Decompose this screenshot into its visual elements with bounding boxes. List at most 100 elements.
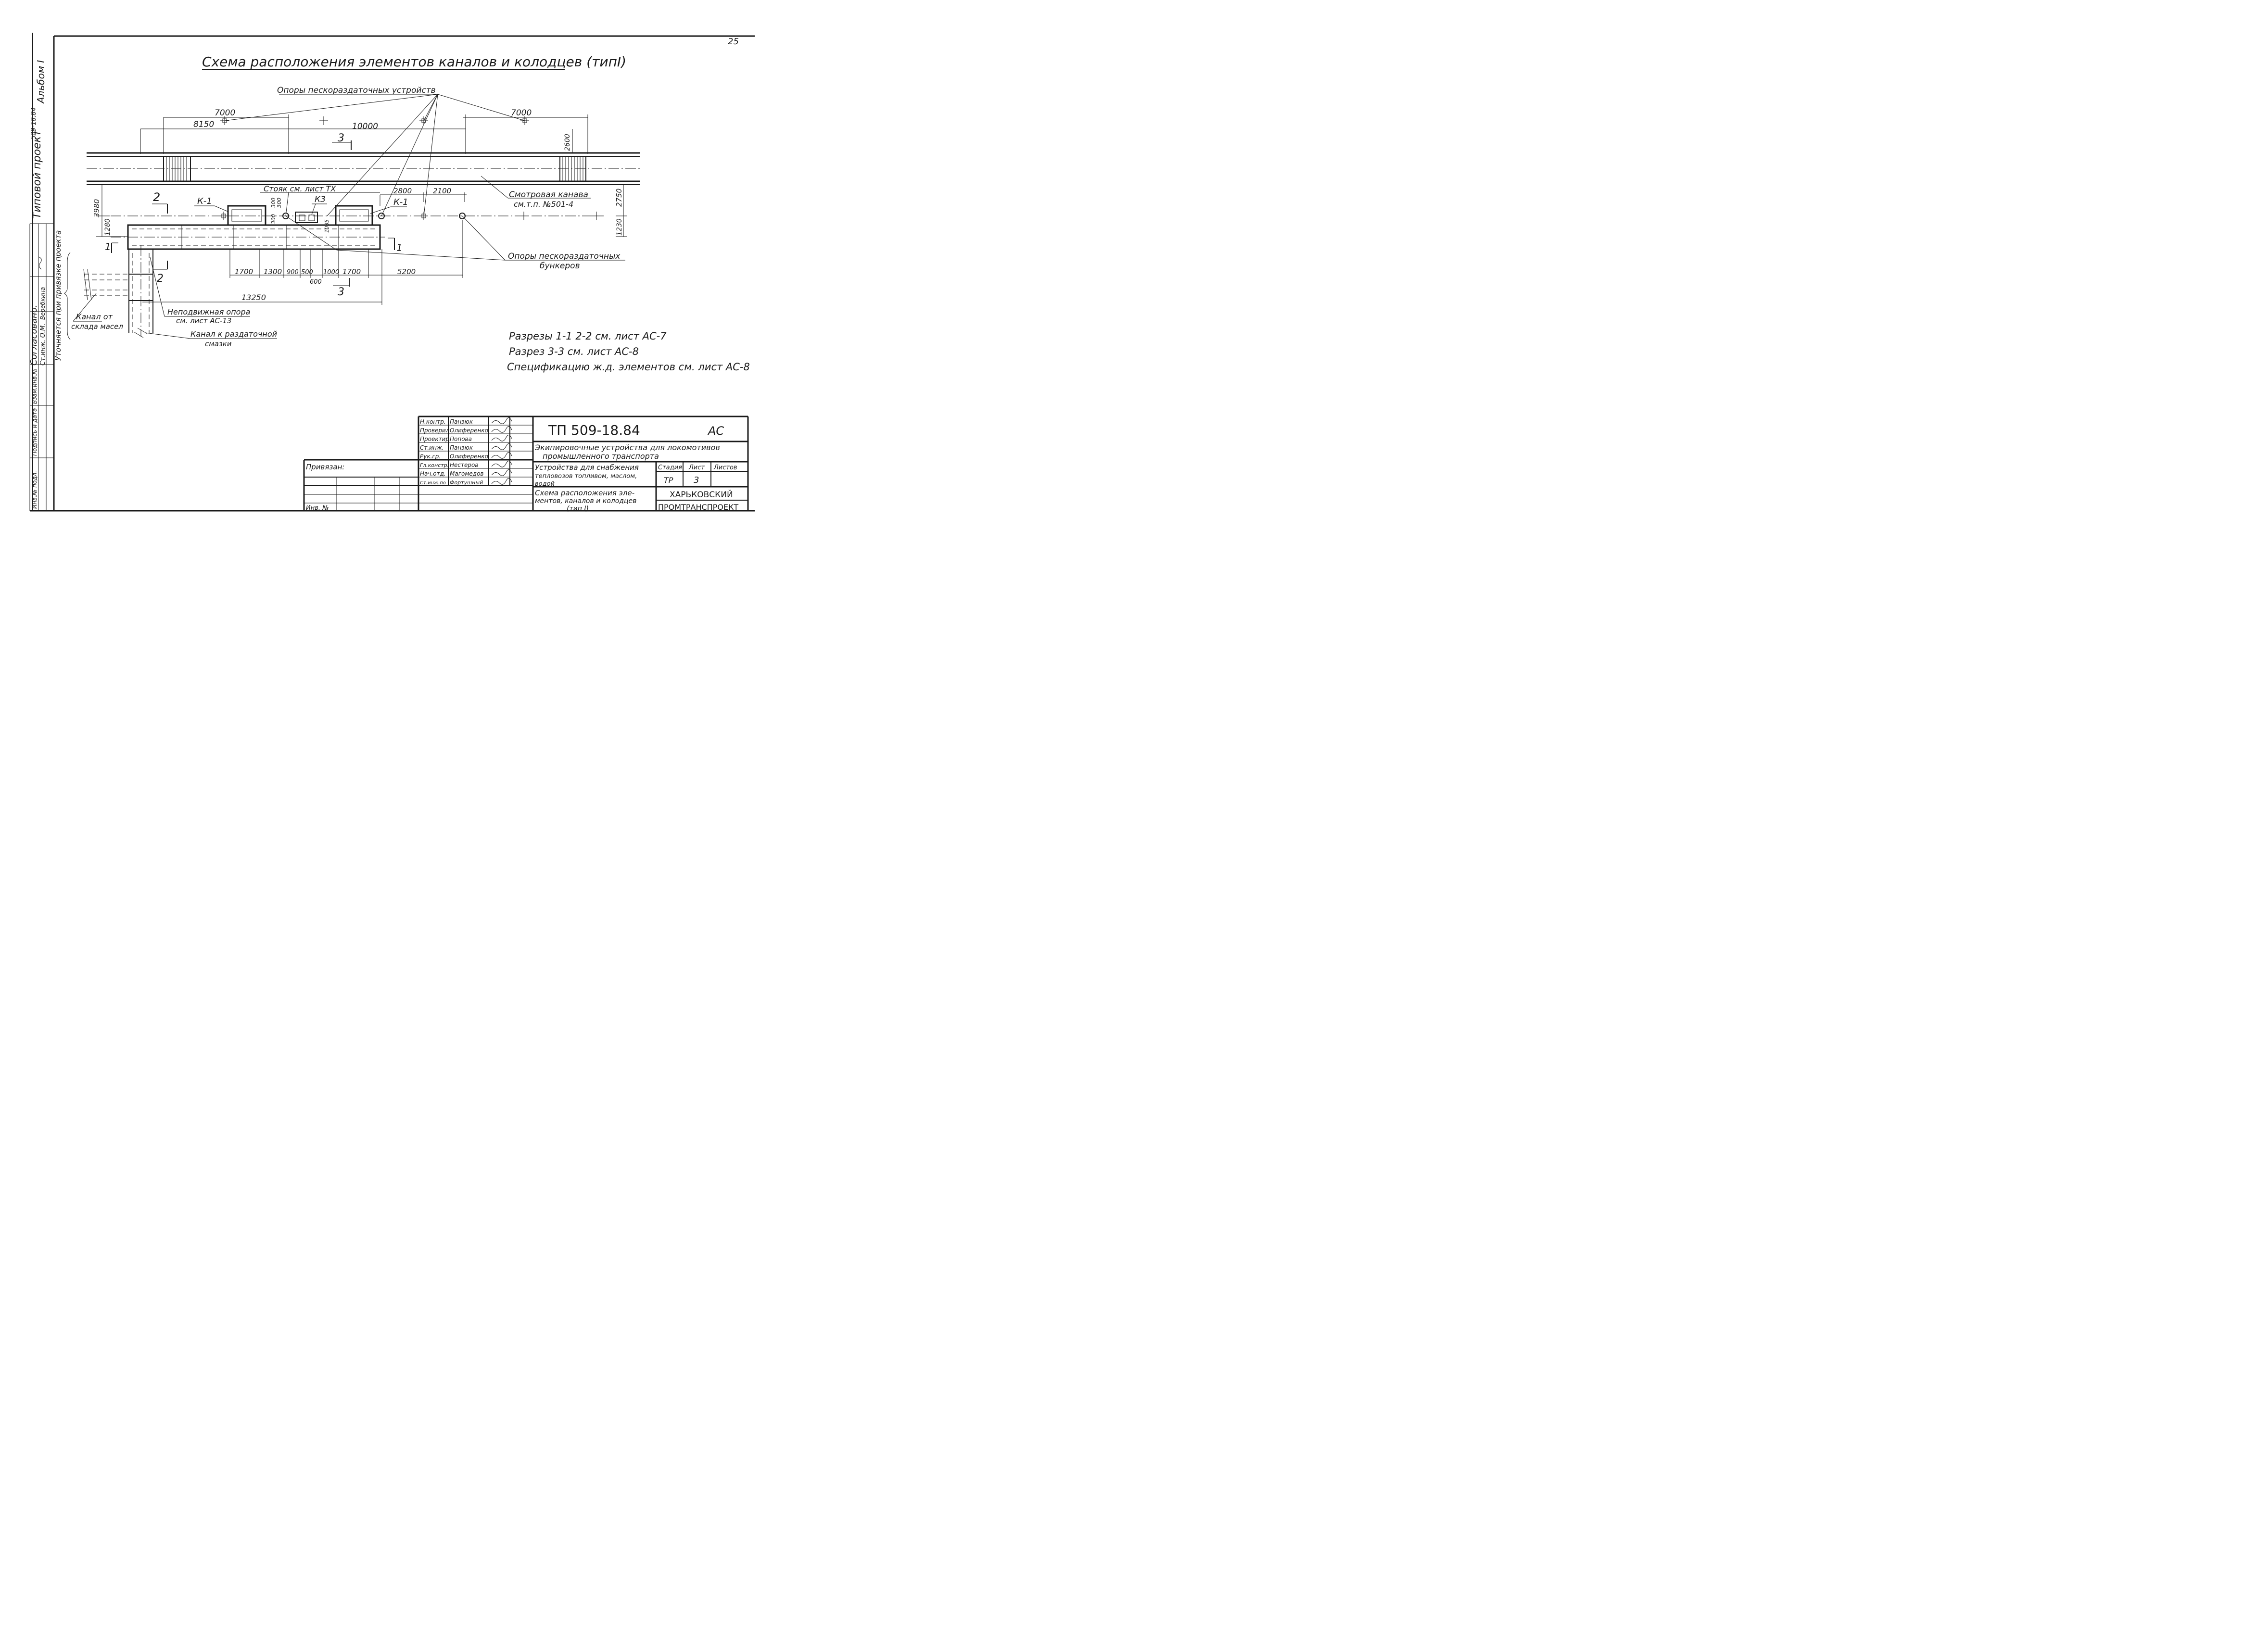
album-label: Альбом I <box>35 60 47 104</box>
dim-1085: 1085 <box>324 219 330 233</box>
well-k1-right <box>335 205 373 226</box>
dim-300c: 300 <box>270 214 277 224</box>
staff-name: Олиференко <box>450 427 488 434</box>
support-marker <box>219 212 228 220</box>
staff-role: Рук.гр. <box>420 453 441 460</box>
note-2: Разрез 3-3 см. лист АС-8 <box>509 346 639 357</box>
drawing-title-group: Схема расположения элементов каналов и к… <box>202 54 626 70</box>
standpipe-label: Стояк см. лист ТХ <box>264 184 336 193</box>
bunker-support-marker <box>282 213 289 219</box>
supports-leaders <box>224 94 525 216</box>
dim-1700b: 1700 <box>342 267 361 276</box>
staff-name: Магомедов <box>450 470 484 477</box>
grease-channel-label-2: смазки <box>205 340 232 348</box>
section-1-right: 1 <box>396 242 403 253</box>
dim-300a: 300 <box>270 198 277 208</box>
dim-2750: 2750 <box>615 189 623 207</box>
staff-name: Фортушный <box>450 479 483 486</box>
org-name-1: ХАРЬКОВСКИЙ <box>670 489 733 500</box>
dim-10000: 10000 <box>352 122 378 131</box>
bound-label: Привязан: <box>306 463 344 471</box>
refine-note: Уточняется при привязке проекта <box>54 230 63 361</box>
supports-sand-label: Опоры пескораздаточных устройств <box>277 86 436 95</box>
section-2-bottom: 2 <box>157 273 164 285</box>
dim-1700a: 1700 <box>235 267 253 276</box>
section-marks: 1 1 2 2 3 3 <box>105 132 403 298</box>
section-3-top: 3 <box>338 132 344 144</box>
inv-orig-label: Инв.№ подл. <box>31 471 38 509</box>
org-name-2: ПРОМТРАНСПРОЕКТ <box>658 503 738 512</box>
approver-name: Веребкина <box>39 287 46 320</box>
inspection-ditch-label: Смотровая канава <box>509 190 588 200</box>
approved-label: Согласовано: <box>29 304 39 366</box>
sheet-frame <box>29 33 755 512</box>
sand-device-supports <box>219 116 601 220</box>
branch-channel <box>128 245 153 338</box>
well-k3 <box>295 212 318 223</box>
note-3: Спецификацию ж.д. элементов см. лист АС-… <box>507 361 750 373</box>
bottom-dimensions <box>142 220 463 305</box>
oil-channel-label: Канал от <box>76 312 113 321</box>
dim-1300: 1300 <box>264 267 282 276</box>
fixed-support-ref: см. лист АС-13 <box>176 316 231 325</box>
label-k1-left: К-1 <box>197 196 212 206</box>
top-dimensions <box>96 114 627 237</box>
dim-1230: 1230 <box>616 218 623 236</box>
dim-500: 500 <box>301 269 313 276</box>
support-marker <box>592 212 601 220</box>
rail-track <box>87 152 640 185</box>
stage-value: ТР <box>664 476 673 485</box>
oil-channel-label-2: склада масел <box>71 322 123 331</box>
ditch-hatch-right <box>559 156 586 181</box>
dim-7000-right: 7000 <box>511 108 532 118</box>
staff-name: Нестеров <box>450 462 478 468</box>
dim-1000: 1000 <box>323 269 339 276</box>
dim-8150: 8150 <box>193 120 214 129</box>
section-1-left: 1 <box>105 241 111 252</box>
ditch-hatch-left <box>163 156 191 181</box>
page-number: 25 <box>728 37 739 47</box>
bunker-support-marker <box>459 213 466 219</box>
project-code-label: 509-18.84 <box>30 107 38 139</box>
section-3-bottom: 3 <box>338 286 344 298</box>
drawing-title-1: Схема расположения эле- <box>535 489 634 497</box>
project-type-label: Типовой проект <box>31 129 43 219</box>
doc-mark: АС <box>707 424 724 438</box>
drawing-title-3: (тип I) <box>567 505 589 513</box>
support-marker <box>319 116 328 125</box>
dim-2600: 2600 <box>564 134 571 151</box>
staff-name: Панзюк <box>450 444 473 451</box>
drawing-title: Схема расположения элементов каналов и к… <box>202 54 626 70</box>
grease-channel-label: Канал к раздаточной <box>190 329 277 339</box>
bunker-supports-label-2: бункеров <box>540 261 580 271</box>
support-marker <box>519 212 528 220</box>
dim-5200: 5200 <box>397 267 416 276</box>
bunker-support-marker <box>378 213 385 219</box>
side-labels: Типовой проект 509-18.84 Альбом I Соглас… <box>29 60 71 509</box>
bunker-supports-label: Опоры пескораздаточных <box>508 252 621 261</box>
staff-role: Н.контр. <box>420 418 446 425</box>
staff-role: Нач.отд. <box>420 470 446 477</box>
dim-2800: 2800 <box>393 187 412 195</box>
sheet-title-3: водой <box>535 480 555 488</box>
project-title-2: промышленного транспорта <box>543 452 659 461</box>
sheet-value: 3 <box>694 475 699 485</box>
dim-300b: 300 <box>276 198 282 208</box>
section-2-top: 2 <box>153 190 160 204</box>
dim-2100: 2100 <box>433 187 451 195</box>
dim-13250: 13250 <box>241 293 266 302</box>
fixed-support-label: Неподвижная опора <box>167 307 250 316</box>
staff-list: Н.контр. Панзюк Проверил Олиференко Прое… <box>420 418 488 486</box>
project-title-1: Экипировочные устройства для локомотивов <box>534 443 720 452</box>
stage-label: Стадия <box>658 464 682 471</box>
staff-role: Гл.констр. <box>420 462 449 468</box>
staff-role: Ст.инж.по <box>420 480 446 486</box>
oil-channel <box>83 269 129 301</box>
doc-code: ТП 509-18.84 <box>548 422 640 438</box>
sheet-title-2: тепловозов топливом, маслом, <box>535 473 637 480</box>
dim-900: 900 <box>287 269 299 276</box>
staff-name: Панзюк <box>450 418 473 425</box>
dim-1280: 1280 <box>104 218 112 236</box>
title-block <box>303 416 749 511</box>
dim-600: 600 <box>310 278 322 286</box>
